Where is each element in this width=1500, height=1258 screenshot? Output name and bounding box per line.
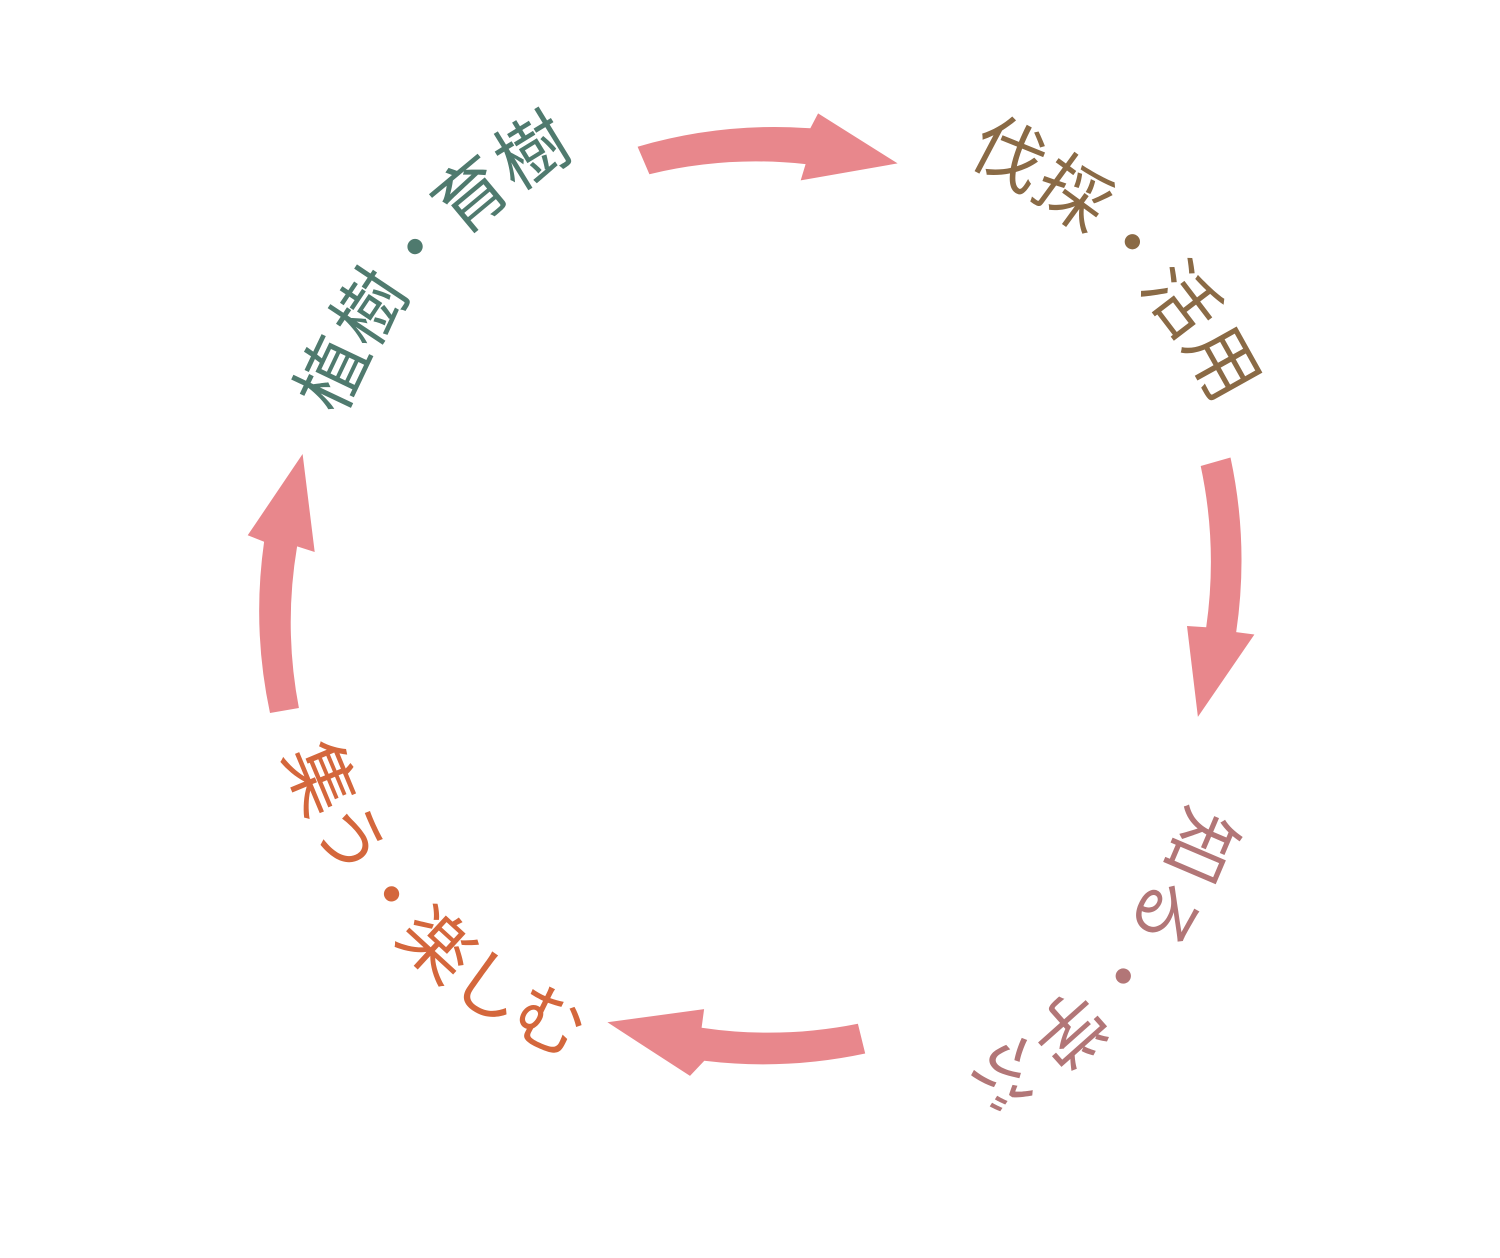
stage-label-harvesting-path: 伐採・活用: [957, 101, 1276, 415]
stage-label-harvesting: 伐採・活用: [957, 101, 1276, 415]
stage-label-gathering-path: 集う・楽しむ: [267, 729, 600, 1076]
stage-label-learning-path: 知る・学ぶ: [956, 796, 1253, 1130]
arrow-learning-to-gathering: [607, 1009, 866, 1076]
arrow-gathering-to-planting: [247, 454, 315, 713]
stage-label-planting-path: 植樹・育樹: [280, 97, 585, 424]
arrow-planting-to-harvesting: [637, 113, 898, 181]
labels-layer: 植樹・育樹 伐採・活用 知る・学ぶ 集う・楽しむ: [267, 97, 1276, 1130]
stage-label-gathering: 集う・楽しむ: [267, 729, 600, 1076]
stage-label-planting: 植樹・育樹: [280, 97, 585, 424]
stage-label-learning: 知る・学ぶ: [956, 796, 1253, 1130]
arrow-harvesting-to-learning: [1187, 457, 1255, 717]
arrows-layer: [247, 113, 1255, 1076]
